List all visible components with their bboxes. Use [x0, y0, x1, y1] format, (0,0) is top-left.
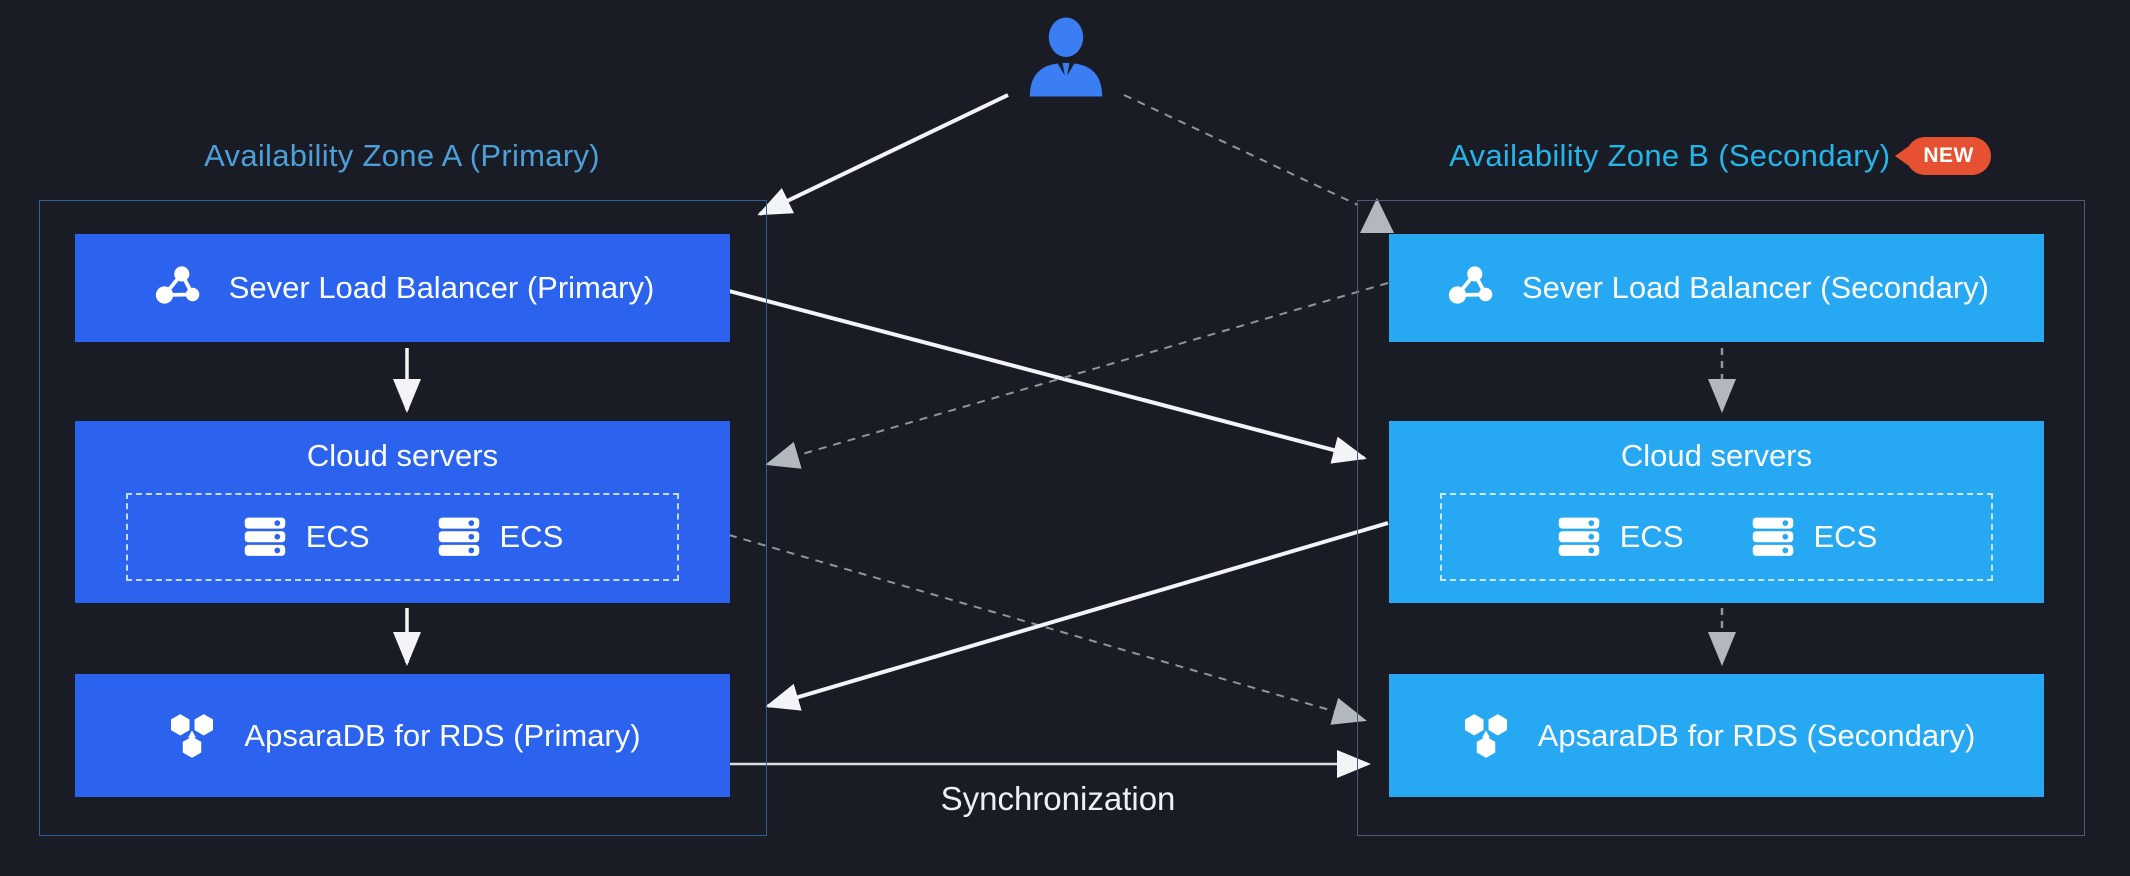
synchronization-label: Synchronization: [940, 780, 1176, 817]
cloud-servers-secondary-node: Cloud servers ECS: [1389, 421, 2044, 603]
zone-a-boundary: [39, 200, 767, 836]
ecs-item: ECS: [436, 515, 564, 559]
arrow-cloud-b-to-rds-a: [765, 521, 1389, 711]
ecs-group-secondary: ECS ECS: [1440, 493, 1993, 581]
rds-hexagons-icon: [1458, 708, 1514, 764]
rds-primary-label: ApsaraDB for RDS (Primary): [244, 717, 641, 753]
zone-b-title: Availability Zone B (Secondary) NEW: [1357, 133, 2083, 179]
arrow-user-to-zone-a: [757, 93, 1009, 216]
ecs-item: ECS: [1750, 515, 1878, 559]
slb-primary-label: Sever Load Balancer (Primary): [228, 270, 655, 305]
zone-b-title-text: Availability Zone B (Secondary): [1449, 138, 1891, 173]
server-stack-icon: [1750, 515, 1796, 559]
user-icon: [1022, 14, 1110, 100]
arrow-cloud-a-to-rds-b: [728, 534, 1367, 725]
server-stack-icon: [1556, 515, 1602, 559]
rds-secondary-label: ApsaraDB for RDS (Secondary): [1537, 717, 1976, 753]
ecs-label: ECS: [1619, 519, 1684, 554]
new-badge: NEW: [1906, 137, 1991, 175]
ecs-label: ECS: [305, 519, 370, 554]
ecs-label: ECS: [499, 519, 564, 554]
load-balancer-icon: [151, 261, 205, 315]
rds-secondary-node: ApsaraDB for RDS (Secondary): [1389, 674, 2044, 797]
cloud-servers-primary-node: Cloud servers ECS: [75, 421, 730, 603]
slb-primary-node: Sever Load Balancer (Primary): [75, 234, 730, 342]
zone-a-title-text: Availability Zone A (Primary): [204, 138, 600, 173]
load-balancer-icon: [1444, 261, 1498, 315]
rds-hexagons-icon: [164, 708, 220, 764]
cloud-servers-primary-title: Cloud servers: [306, 438, 499, 473]
ecs-item: ECS: [242, 515, 370, 559]
zone-a-title: Availability Zone A (Primary): [39, 133, 765, 179]
server-stack-icon: [242, 515, 288, 559]
zone-b-boundary: [1357, 200, 2085, 836]
slb-secondary-label: Sever Load Balancer (Secondary): [1522, 270, 1989, 305]
arrow-slb-b-to-cloud-a: [765, 282, 1389, 469]
cloud-servers-secondary-title: Cloud servers: [1620, 438, 1813, 473]
server-stack-icon: [436, 515, 482, 559]
slb-secondary-node: Sever Load Balancer (Secondary): [1389, 234, 2044, 342]
arrow-slb-a-to-cloud-b: [728, 289, 1367, 464]
arrow-user-to-zone-b: [1123, 94, 1359, 206]
rds-primary-node: ApsaraDB for RDS (Primary): [75, 674, 730, 797]
ecs-group-primary: ECS ECS: [126, 493, 679, 581]
ecs-label: ECS: [1813, 519, 1878, 554]
ecs-item: ECS: [1556, 515, 1684, 559]
